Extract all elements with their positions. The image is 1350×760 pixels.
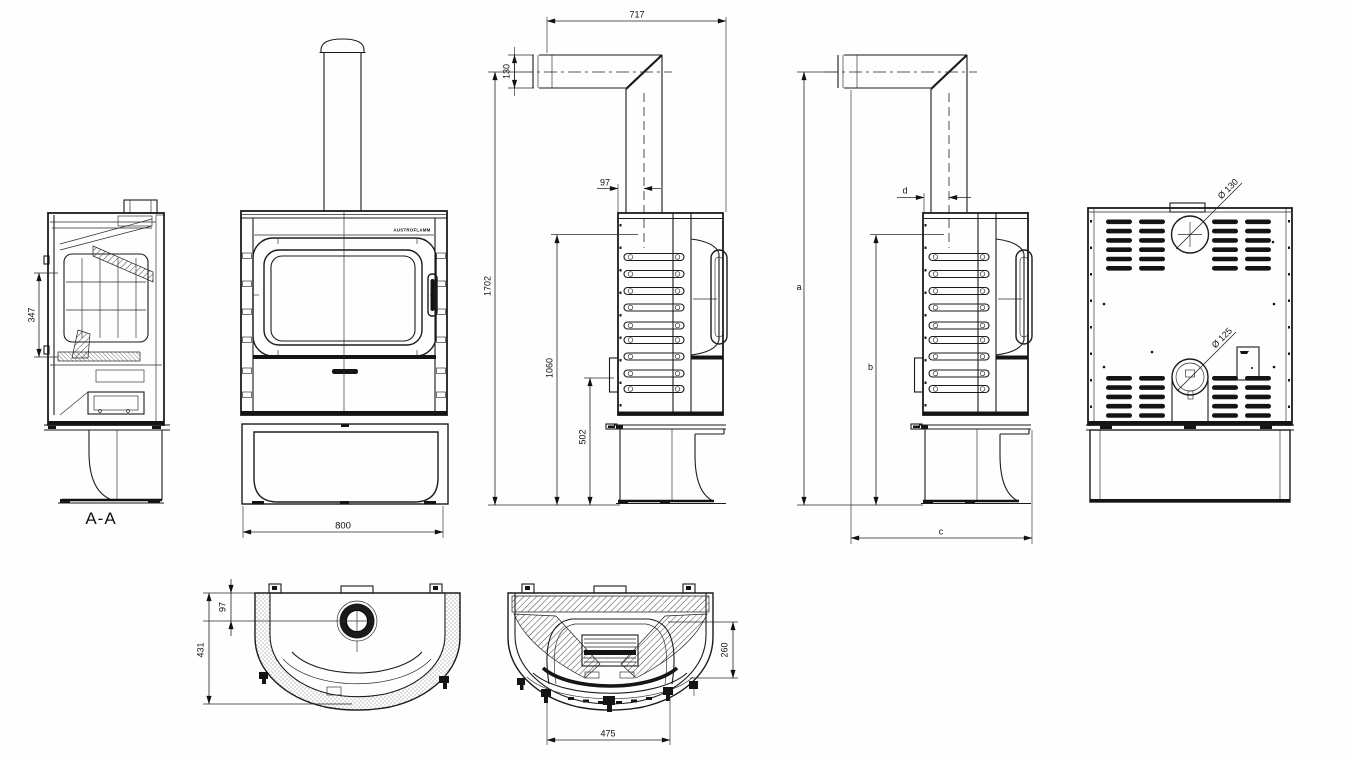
dim-total-height: 1702 xyxy=(483,276,493,296)
dim-firebox-width: 475 xyxy=(600,729,615,739)
section-label: A-A xyxy=(85,509,116,528)
rear-view: Ø 130 Ø 125 xyxy=(1086,177,1294,503)
dim-flue-offset: 97 xyxy=(600,178,610,188)
dim-width: 800 xyxy=(335,521,351,532)
rear-vents-bottom-right xyxy=(1212,376,1271,418)
dim-depth: 431 xyxy=(196,642,206,657)
side-view-lettered: a b c d xyxy=(796,55,1032,544)
rear-vents-top-left xyxy=(1106,219,1165,271)
dim-a: a xyxy=(796,282,801,292)
side-view-dimensioned: 717 130 97 1702 1060 502 xyxy=(483,10,728,506)
dim-glass-height: 347 xyxy=(27,307,37,322)
plan-section-view: 260 475 xyxy=(507,583,738,745)
brand-logo: AUSTROFLAMM xyxy=(393,228,430,233)
rear-vents-bottom-left xyxy=(1106,376,1165,418)
section-aa-view: 347 A-A xyxy=(27,199,170,528)
dim-d: d xyxy=(902,186,907,196)
rear-vents-top-right xyxy=(1212,219,1271,271)
dim-flue-reach: 717 xyxy=(629,10,644,20)
dim-c: c xyxy=(939,527,944,537)
dim-b: b xyxy=(868,362,873,372)
dim-side-outlet-height: 502 xyxy=(578,429,588,444)
dim-pipe-dia: 130 xyxy=(502,64,512,79)
dim-rear-outlet-height: 1060 xyxy=(545,358,555,378)
dim-firebox-depth: 260 xyxy=(720,642,730,657)
front-view: AUSTROFLAMM 800 xyxy=(240,38,449,538)
dim-flue-center-offset: 97 xyxy=(218,602,228,612)
plan-view: 97 431 xyxy=(196,579,461,711)
